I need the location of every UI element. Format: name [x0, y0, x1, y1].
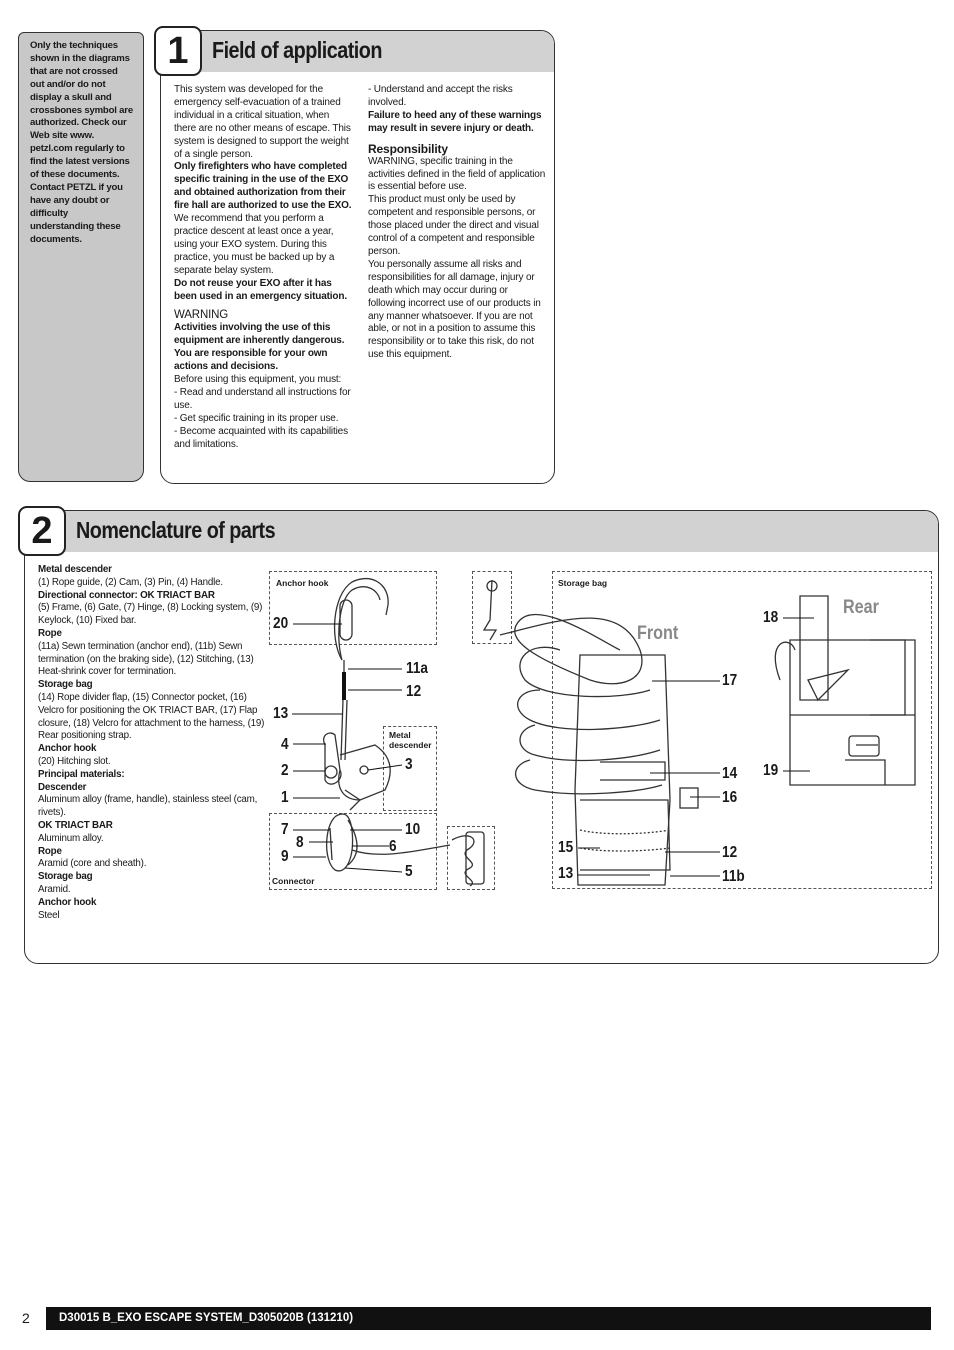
callout-10: 10 — [405, 821, 421, 838]
nomenclature-heading: Anchor hook — [38, 743, 97, 755]
nomenclature-entry: Aluminum alloy (frame, handle), stainles… — [38, 794, 258, 819]
document-reference: D30015 B_EXO ESCAPE SYSTEM_D305020B (131… — [46, 1307, 931, 1330]
callout-7: 7 — [281, 821, 289, 838]
warning-heading: WARNING — [174, 309, 229, 322]
callout-12: 12 — [406, 683, 422, 700]
callout-6: 6 — [389, 838, 397, 855]
nomenclature-entry: Aluminum alloy. — [38, 832, 104, 844]
nomenclature-entry: Aramid. — [38, 883, 71, 895]
before-use-item-2: - Get specific training in its proper us… — [174, 412, 339, 424]
metal-descender-frame — [383, 726, 437, 811]
front-view-label: Front — [637, 623, 679, 644]
callout-13: 13 — [273, 705, 289, 722]
callout-13-bag: 13 — [558, 865, 574, 882]
section-1-title: Field of application — [212, 37, 382, 63]
callout-11b: 11b — [722, 868, 745, 885]
storage-bag-label: Storage bag — [558, 578, 608, 588]
nomenclature-heading: Rope — [38, 627, 62, 639]
rear-view-label: Rear — [843, 597, 879, 618]
callout-19: 19 — [763, 762, 779, 779]
section-field-of-application: Field of application This system was dev… — [160, 30, 555, 484]
section-2-number: 2 — [18, 506, 66, 556]
responsibility-paragraph-3: You personally assume all risks and resp… — [368, 258, 541, 361]
anchor-hook-frame — [269, 571, 437, 645]
nomenclature-heading: Storage bag — [38, 679, 93, 691]
callout-18: 18 — [763, 609, 779, 626]
before-use-item-4: - Understand and accept the risks involv… — [368, 84, 513, 108]
before-use-intro: Before using this equipment, you must: — [174, 374, 342, 386]
nomenclature-heading: Principal materials: — [38, 768, 125, 780]
failure-warning: Failure to heed any of these warnings ma… — [368, 109, 542, 134]
sidebar-note-text: Only the techniques shown in the diagram… — [30, 40, 133, 245]
warning-statement: Activities involving the use of this equ… — [174, 322, 345, 373]
nomenclature-entry: (14) Rope divider flap, (15) Connector p… — [38, 691, 265, 742]
nomenclature-entry: Aramid (core and sheath). — [38, 858, 147, 870]
parts-nomenclature-list: Metal descender(1) Rope guide, (2) Cam, … — [38, 564, 270, 922]
responsibility-paragraph-1: WARNING, specific training in the activi… — [368, 155, 546, 193]
nomenclature-heading: Anchor hook — [38, 896, 97, 908]
nomenclature-entry: (11a) Sewn termination (anchor end), (11… — [38, 640, 254, 678]
callout-9: 9 — [281, 848, 289, 865]
before-use-item-3: - Become acquainted with its capabilitie… — [174, 425, 348, 450]
responsibility-heading: Responsibility — [368, 141, 448, 156]
callout-1: 1 — [281, 789, 289, 806]
callout-15: 15 — [558, 839, 574, 856]
nomenclature-entry: (5) Frame, (6) Gate, (7) Hinge, (8) Lock… — [38, 602, 263, 627]
callout-14: 14 — [722, 765, 738, 782]
section-1-left-column: This system was developed for the emerge… — [174, 84, 352, 451]
intro-paragraph: This system was developed for the emerge… — [174, 84, 351, 160]
nomenclature-heading: Metal descender — [38, 564, 112, 575]
practice-descent-paragraph: We recommend that you perform a practice… — [174, 213, 335, 276]
section-header-bar — [161, 31, 554, 72]
nomenclature-heading: Descender — [38, 781, 87, 793]
callout-17: 17 — [722, 672, 738, 689]
do-not-reuse-warning: Do not reuse your EXO after it has been … — [174, 277, 347, 302]
nomenclature-heading: OK TRIACT BAR — [38, 819, 113, 831]
nomenclature-heading: Directional connector: OK TRIACT BAR — [38, 589, 215, 601]
nomenclature-heading: Rope — [38, 845, 62, 857]
firefighter-authorization: Only firefighters who have completed spe… — [174, 161, 352, 212]
section-header-bar — [25, 511, 938, 552]
before-use-item-1: - Read and understand all instructions f… — [174, 386, 351, 411]
connector-label: Connector — [272, 876, 315, 886]
storage-bag-frame — [552, 571, 932, 889]
page-number: 2 — [22, 1310, 30, 1326]
section-1-number: 1 — [154, 26, 202, 76]
callout-8: 8 — [296, 834, 304, 851]
nomenclature-entry: Steel — [38, 909, 60, 921]
callout-3: 3 — [405, 756, 413, 773]
rope-end-frame — [472, 571, 512, 644]
nomenclature-heading: Storage bag — [38, 871, 93, 883]
callout-5: 5 — [405, 863, 413, 880]
nomenclature-entry: (1) Rope guide, (2) Cam, (3) Pin, (4) Ha… — [38, 576, 223, 588]
callout-4: 4 — [281, 736, 289, 753]
callout-16: 16 — [722, 789, 738, 806]
metal-descender-label: Metal descender — [389, 730, 432, 750]
sidebar-warning-note: Only the techniques shown in the diagram… — [18, 32, 144, 482]
callout-11a: 11a — [406, 660, 428, 677]
section-2-title: Nomenclature of parts — [76, 517, 276, 543]
nomenclature-entry: (20) Hitching slot. — [38, 755, 111, 767]
callout-20: 20 — [273, 615, 289, 632]
callout-2: 2 — [281, 762, 289, 779]
section-1-right-column: - Understand and accept the risks involv… — [368, 84, 546, 362]
anchor-hook-label: Anchor hook — [276, 578, 329, 588]
coiled-rope-frame — [447, 826, 495, 890]
connector-frame — [269, 813, 437, 890]
responsibility-paragraph-2: This product must only be used by compet… — [368, 194, 539, 257]
callout-12-bag: 12 — [722, 844, 738, 861]
